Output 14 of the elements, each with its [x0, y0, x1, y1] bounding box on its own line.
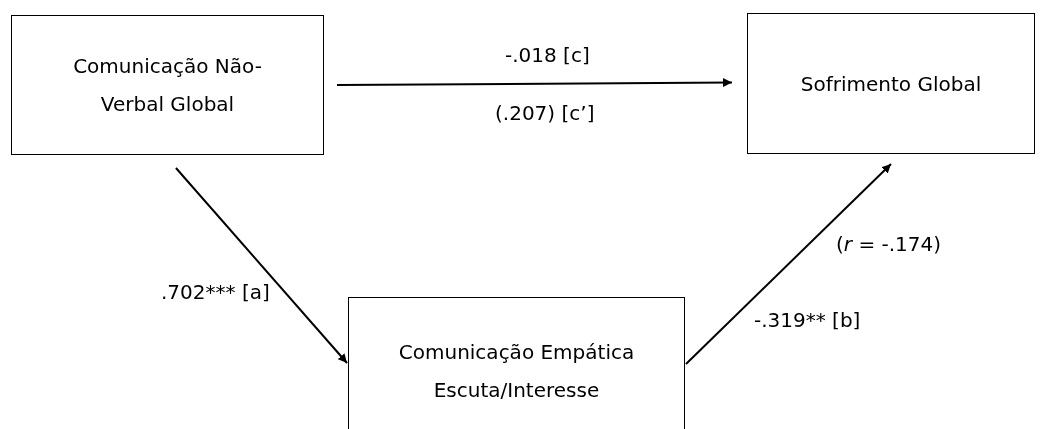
variable-box: [11, 15, 324, 155]
variable-name: Comunicação Empática Escuta/Interesse: [397, 339, 636, 404]
arrow: [336, 78, 733, 88]
variable-name: Comunicação Não-Verbal Global: [72, 53, 263, 118]
coefficient-label: (r = -.174): [836, 232, 942, 256]
path-coefficient: .702*** [a]: [161, 280, 270, 304]
path-coefficient: -.319** [b]: [754, 308, 861, 332]
variable-name: Sofrimento Global: [800, 70, 982, 98]
arrow: [174, 167, 348, 364]
coefficient-label: (.207) [c’]: [495, 101, 595, 125]
variable-box: [348, 297, 685, 429]
path-coefficient: -.018 [c]: [505, 43, 590, 67]
variable-box: [747, 13, 1035, 154]
arrow: [685, 163, 892, 365]
